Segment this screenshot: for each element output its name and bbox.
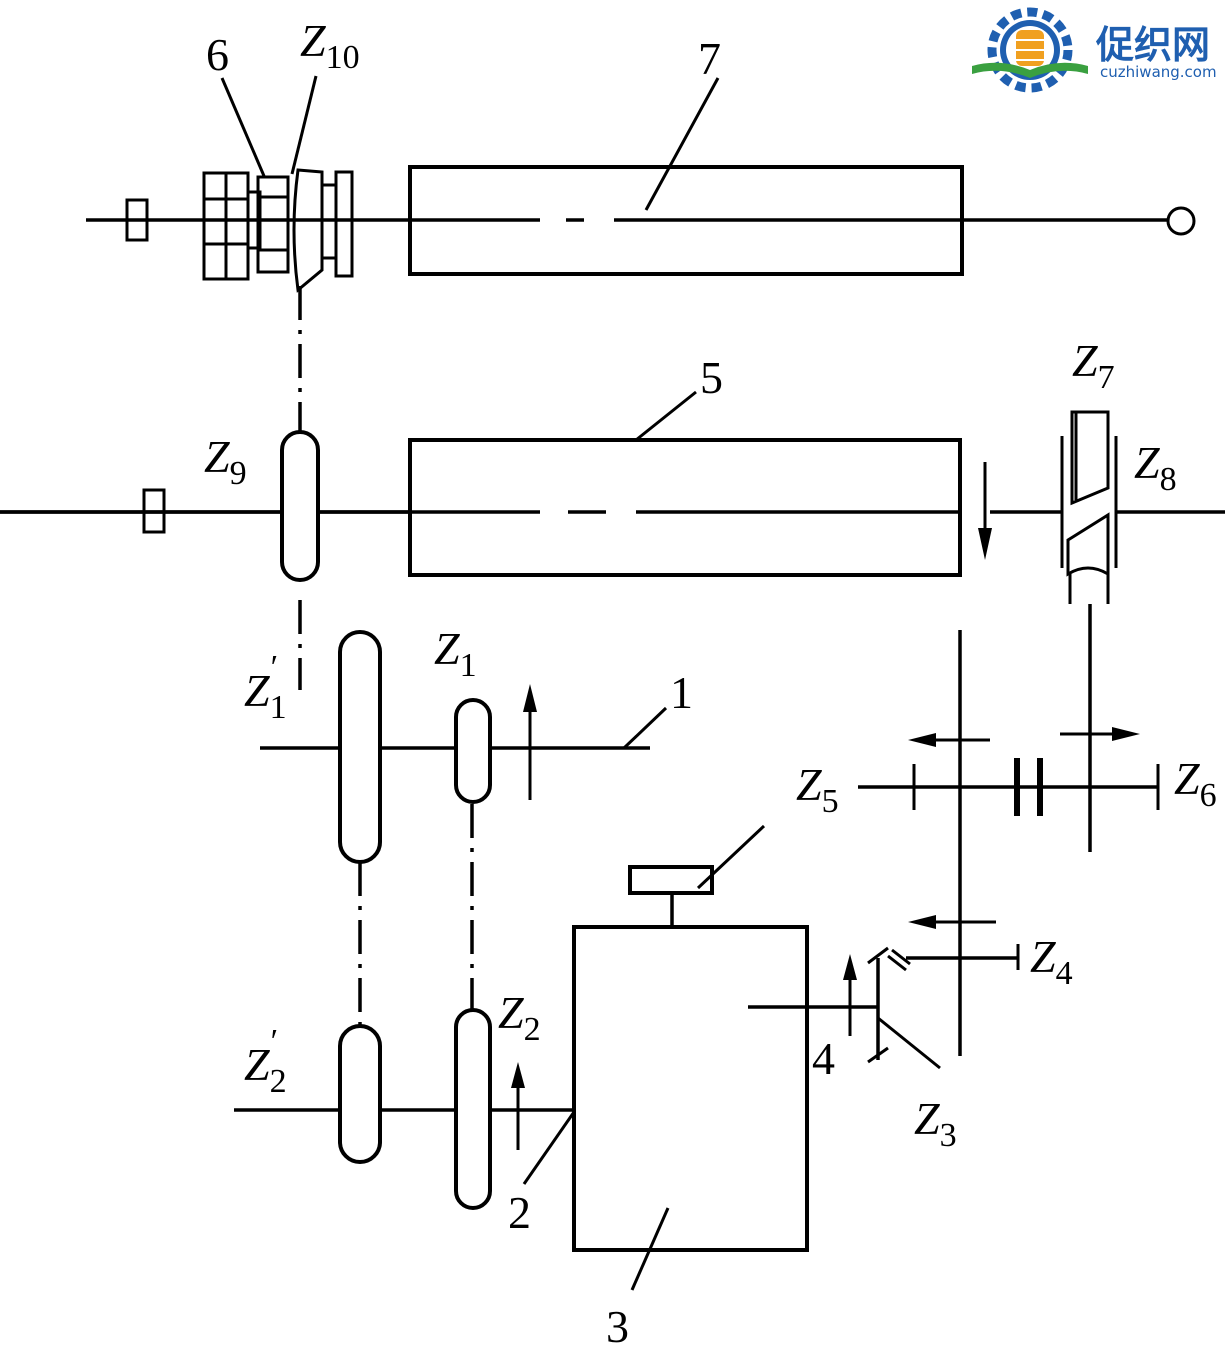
label-part-7: 7 xyxy=(698,33,721,84)
clutch-shaft-z5-z6 xyxy=(858,604,1160,1056)
label-z10: Z10 xyxy=(300,15,360,76)
spool-icon xyxy=(1016,30,1044,66)
bearing-end-circle xyxy=(1166,206,1196,236)
worm-gear-z7-z8 xyxy=(1060,410,1118,604)
motor-3 xyxy=(572,865,878,1252)
label-z8: Z8 xyxy=(1134,437,1177,498)
label-z2: Z2 xyxy=(498,987,541,1048)
middle-shaft xyxy=(0,430,1225,582)
gear-z1-prime xyxy=(338,630,382,864)
label-z2-prime: Z2′ xyxy=(244,1023,287,1100)
label-part-4: 4 xyxy=(812,1033,835,1084)
logo-domain: cuzhiwang.com xyxy=(1100,63,1217,81)
gear-z9 xyxy=(280,430,320,582)
top-shaft xyxy=(86,165,1196,276)
clutch-assembly-6 xyxy=(202,171,290,281)
label-z9: Z9 xyxy=(204,431,247,492)
gear-z2-prime xyxy=(338,1024,382,1164)
motor-handle xyxy=(628,865,714,895)
label-part-1: 1 xyxy=(670,667,693,718)
label-part-2: 2 xyxy=(508,1187,531,1238)
label-z3: Z3 xyxy=(914,1093,957,1154)
book-icon xyxy=(972,62,1088,78)
label-z7: Z7 xyxy=(1072,335,1115,396)
label-z4: Z4 xyxy=(1030,931,1073,992)
bevel-gears-z3-z4 xyxy=(867,944,1020,1070)
label-z1-prime: Z1′ xyxy=(244,649,287,726)
label-z6: Z6 xyxy=(1174,753,1217,814)
gear-z2 xyxy=(454,1008,492,1210)
roller-5 xyxy=(408,438,962,577)
label-z5: Z5 xyxy=(796,759,839,820)
label-part-3: 3 xyxy=(606,1301,629,1348)
cuzhiwang-logo: 促织网 cuzhiwang.com xyxy=(972,7,1217,93)
label-part-5: 5 xyxy=(700,352,723,403)
logo-name: 促织网 xyxy=(1095,23,1210,67)
shaft-2 xyxy=(234,1008,574,1210)
gear-labels: Z10 Z7 Z8 Z9 Z1 Z1′ Z5 Z6 Z4 Z2 Z2′ Z3 xyxy=(204,15,1217,1154)
gear-z1 xyxy=(454,698,492,804)
motor-body xyxy=(572,925,809,1252)
label-z1: Z1 xyxy=(434,623,477,684)
leader-lines xyxy=(220,75,766,1291)
bearing-block-top xyxy=(125,198,149,242)
bevel-gear-z10 xyxy=(292,168,354,293)
label-part-6: 6 xyxy=(206,29,229,80)
part-labels: 6 7 5 1 4 2 3 xyxy=(206,29,835,1348)
shaft-1 xyxy=(260,630,650,864)
